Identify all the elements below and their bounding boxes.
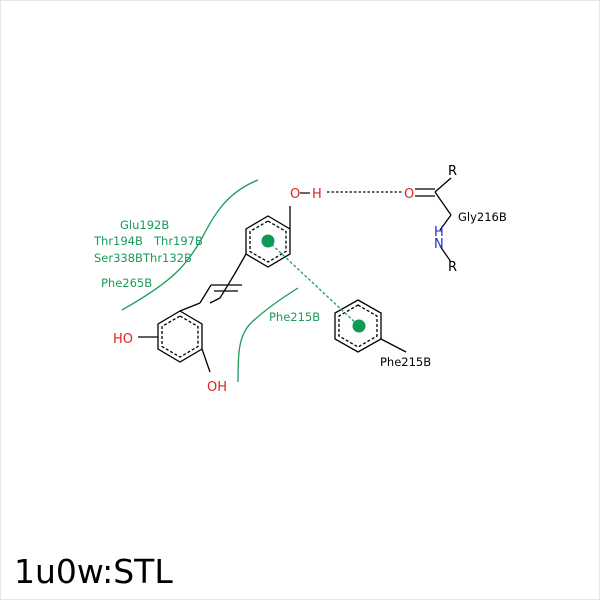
residue-label-ser338b: Ser338B	[94, 251, 143, 265]
residue-label-thr132b: Thr132B	[142, 251, 192, 265]
residue-label-thr194b: Thr194B	[93, 234, 143, 248]
resorcinol-ring	[138, 302, 211, 373]
residue-label-thr197b: Thr197B	[153, 234, 203, 248]
hydrophobic-arc-left	[121, 179, 259, 311]
residue-label-phe265b: Phe265B	[101, 276, 152, 290]
pi-centroid-icon	[352, 319, 366, 333]
residue-label-glu192b: Glu192B	[120, 218, 169, 232]
atom-ho-left: HO	[113, 332, 133, 347]
atom-r-top: R	[448, 164, 457, 179]
atom-oh-bottom: OH	[207, 380, 227, 395]
pi-stacking-line	[267, 240, 360, 327]
structure-caption: 1u0w:STL	[14, 552, 173, 591]
residue-label-phe215b-contact: Phe215B	[269, 310, 320, 324]
residue-label-phe215b-ring: Phe215B	[380, 355, 431, 369]
atom-h-amide: H	[434, 225, 444, 240]
hydrophobic-arc-right	[237, 287, 299, 383]
residue-label-gly216b: Gly216B	[458, 210, 507, 224]
atom-o-phenol: O	[290, 187, 300, 202]
atom-h-phenol: H	[312, 187, 322, 202]
vinyl-bond	[199, 284, 242, 304]
atom-n-amide: N	[434, 237, 444, 252]
pi-centroid-icon	[261, 234, 275, 248]
phenol-ring	[209, 206, 291, 304]
phe215b-ring	[334, 299, 407, 353]
atom-o-carbonyl: O	[404, 187, 414, 202]
gly216b-backbone	[415, 177, 452, 263]
atom-r-bottom: R	[448, 260, 457, 275]
